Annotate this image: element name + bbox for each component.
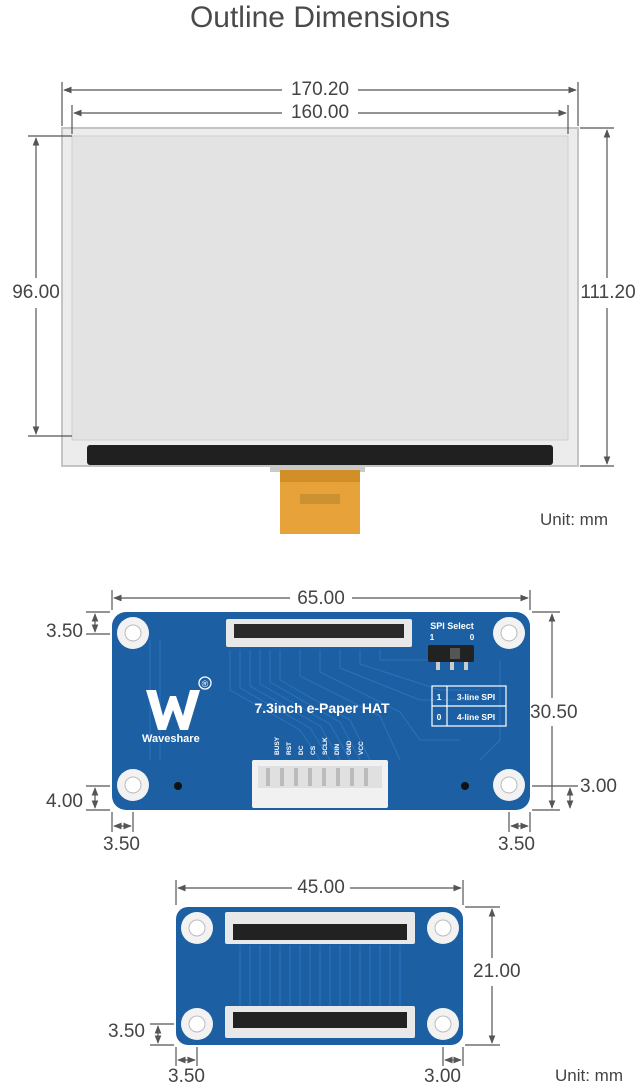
spi-switch-1: 1 <box>430 633 435 642</box>
dim-hat-width: 65.00 <box>297 588 345 609</box>
hat-traces <box>149 640 501 761</box>
spi-switch-0: 0 <box>470 633 475 642</box>
epaper-hat-board <box>112 612 530 810</box>
epaper-display <box>61 127 579 534</box>
dim-outer-width: 170.20 <box>290 79 350 100</box>
fpc-base <box>270 466 365 472</box>
dim-adapter-hole-vertical: 3.50 <box>108 1021 145 1042</box>
dim-adapter-hole-left: 3.50 <box>168 1066 205 1087</box>
display-active-area <box>71 135 569 441</box>
dim-hat-right-bottom: 3.00 <box>580 776 617 797</box>
dim-outer-height: 111.20 <box>580 282 636 303</box>
adapter-board <box>176 907 463 1045</box>
dim-hat-right-hole: 3.50 <box>498 834 535 855</box>
waveshare-logo <box>146 676 212 730</box>
pin-label: RST <box>286 742 293 755</box>
dim-hat-top-hole: 3.50 <box>46 621 83 642</box>
pin-labels: BUSY RST DC CS SCLK DIN GND VCC <box>274 736 365 755</box>
display-dimensions <box>28 82 614 467</box>
pin-label: VCC <box>358 741 365 755</box>
pin-label: GND <box>346 740 353 755</box>
hat-board-title: 7.3inch e-Paper HAT <box>254 700 390 716</box>
spi-table-key-1: 1 <box>437 692 442 702</box>
dim-adapter-hole-right: 3.00 <box>424 1066 461 1087</box>
dim-adapter-width: 45.00 <box>297 877 345 898</box>
pin-label: DIN <box>334 744 341 756</box>
spi-table-label-1: 3-line SPI <box>457 692 495 702</box>
pin-label: BUSY <box>274 736 281 755</box>
pin-label: SCLK <box>322 737 329 755</box>
hat-brand-mark: ® <box>202 679 209 689</box>
spi-table <box>431 685 507 727</box>
dim-hat-height: 30.50 <box>530 702 578 723</box>
dim-active-height: 96.00 <box>12 282 60 303</box>
display-black-bar <box>87 445 553 465</box>
spi-table-label-0: 4-line SPI <box>457 712 495 722</box>
adapter-mount-holes <box>181 912 459 1040</box>
pin-label: CS <box>310 745 317 755</box>
dim-active-width: 160.00 <box>290 102 350 123</box>
dim-adapter-height: 21.00 <box>473 961 521 982</box>
adapter-dimensions <box>150 880 500 1066</box>
dim-hat-bottom-hole: 4.00 <box>46 791 83 812</box>
page-title: Outline Dimensions <box>189 1 451 34</box>
dim-hat-left-hole: 3.50 <box>103 834 140 855</box>
hat-dimensions <box>86 590 578 832</box>
spi-table-key-0: 0 <box>437 712 442 722</box>
fpc-label-sticker <box>300 494 340 504</box>
pin-label: DC <box>298 745 305 755</box>
hat-brand-name: Waveshare <box>142 733 200 745</box>
hat-mount-holes <box>117 617 525 801</box>
adapter-traces <box>239 945 401 1010</box>
spi-select-label: SPI Select <box>430 621 474 631</box>
unit-label-top: Unit: mm <box>540 510 608 529</box>
unit-label-bottom: Unit: mm <box>555 1066 623 1085</box>
